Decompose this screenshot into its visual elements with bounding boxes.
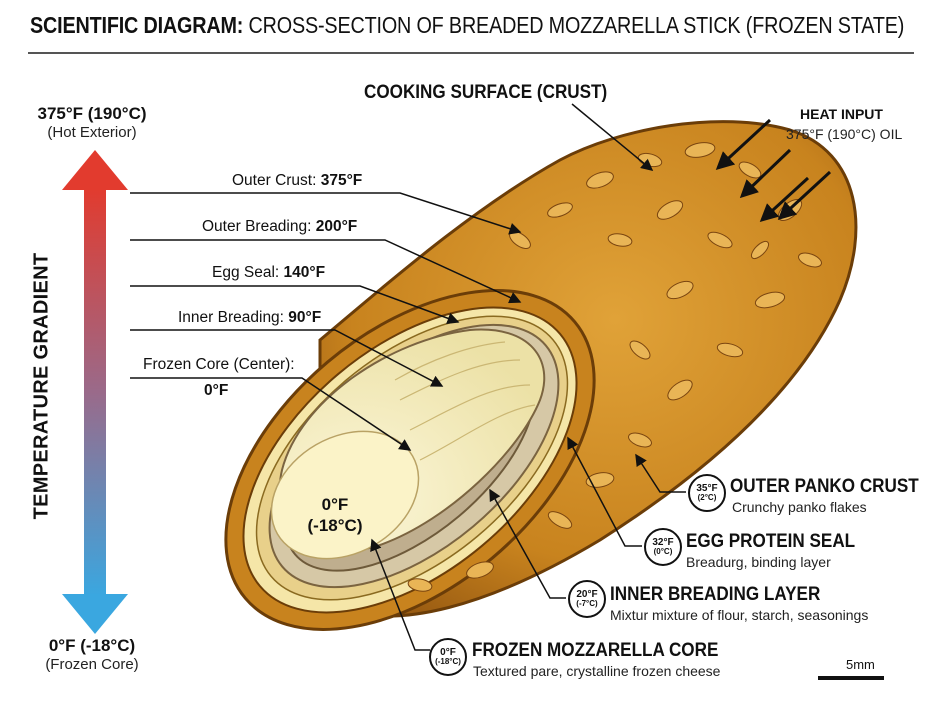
- badge-frozen-core: 0°F(-18°C): [429, 638, 467, 676]
- gradient-axis-label: TEMPERATURE GRADIENT: [31, 253, 54, 520]
- callout-outer-panko-desc: Crunchy panko flakes: [732, 499, 867, 515]
- label-outer-crust: Outer Crust: 375°F: [232, 172, 362, 190]
- gradient-bottom-label: 0°F (-18°C) (Frozen Core): [22, 636, 162, 673]
- badge-egg-seal: 32°F(0°C): [644, 528, 682, 566]
- temperature-arrow: [62, 150, 128, 634]
- heat-input-subtitle: 375°F (190°C) OIL: [786, 126, 902, 142]
- callout-egg-seal-title: EGG PROTEIN SEAL: [686, 531, 855, 553]
- label-inner-breading: Inner Breading: 90°F: [178, 309, 321, 327]
- callout-inner-breading-desc: Mixtur mixture of flour, starch, seasoni…: [610, 607, 868, 623]
- heat-input-title: HEAT INPUT: [800, 106, 883, 122]
- callout-egg-seal-desc: Breadurg, binding layer: [686, 554, 831, 570]
- label-egg-seal: Egg Seal: 140°F: [212, 264, 325, 282]
- label-outer-breading: Outer Breading: 200°F: [202, 218, 357, 236]
- gradient-bottom-desc: (Frozen Core): [22, 656, 162, 673]
- scale-bar: [818, 676, 884, 680]
- cooking-surface-label: COOKING SURFACE (CRUST): [364, 82, 607, 104]
- badge-outer-panko: 35°F(2°C): [688, 474, 726, 512]
- callout-frozen-core-desc: Textured pare, crystalline frozen cheese: [473, 663, 720, 679]
- label-frozen-core: Frozen Core (Center):: [143, 356, 295, 374]
- scale-label: 5mm: [846, 657, 875, 672]
- gradient-top-desc: (Hot Exterior): [22, 124, 162, 141]
- badge-inner-breading: 20°F(-7°C): [568, 580, 606, 618]
- callout-inner-breading-title: INNER BREADING LAYER: [610, 584, 820, 606]
- label-frozen-core-value: 0°F: [204, 382, 228, 400]
- gradient-bottom-temp: 0°F (-18°C): [22, 636, 162, 656]
- gradient-top-temp: 375°F (190°C): [22, 104, 162, 124]
- core-temp-c: (-18°C): [290, 515, 380, 536]
- core-temperature: 0°F (-18°C): [290, 494, 380, 537]
- gradient-top-label: 375°F (190°C) (Hot Exterior): [22, 104, 162, 141]
- core-temp-f: 0°F: [290, 494, 380, 515]
- callout-outer-panko-title: OUTER PANKO CRUST: [730, 476, 919, 498]
- callout-frozen-core-title: FROZEN MOZZARELLA CORE: [472, 640, 718, 662]
